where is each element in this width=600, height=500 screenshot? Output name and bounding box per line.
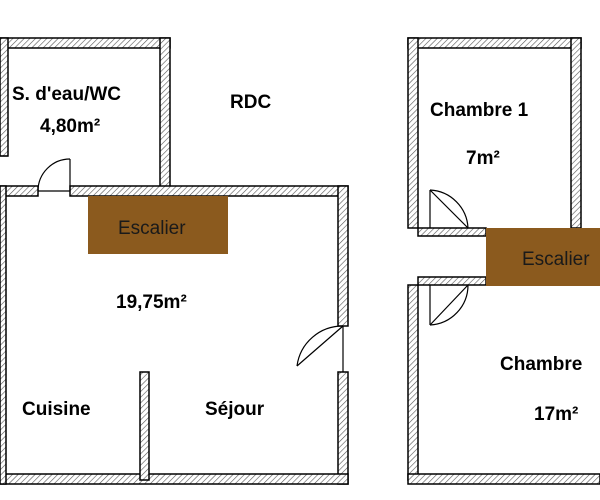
floor-label: RDC xyxy=(230,92,271,113)
main-area-label: 19,75m² xyxy=(116,292,187,313)
ground-stair-block xyxy=(88,196,228,254)
living-label: Séjour xyxy=(205,399,265,420)
bedroom1-area: 7m² xyxy=(466,148,500,169)
living-door-icon xyxy=(296,325,344,372)
main-area-walls xyxy=(0,185,349,485)
bathroom-area: 4,80m² xyxy=(40,116,100,137)
ground-stair-label: Escalier xyxy=(118,218,186,239)
bedroom2-area: 17m² xyxy=(534,404,578,425)
bedroom1-name: Chambre 1 xyxy=(430,100,529,121)
bathroom-walls xyxy=(0,37,171,189)
kitchen-label: Cuisine xyxy=(22,399,91,420)
bedroom1-door-icon xyxy=(429,189,469,229)
bedroom2-name: Chambre xyxy=(500,354,582,375)
upper-stair-label: Escalier xyxy=(522,249,590,270)
upper-floor-plan xyxy=(407,37,600,485)
bedroom2-door-icon xyxy=(429,284,469,326)
upper-floor-walls xyxy=(407,37,600,485)
bathroom-door-icon xyxy=(37,158,71,192)
bathroom-name: S. d'eau/WC xyxy=(12,84,121,105)
upper-stair-block xyxy=(486,228,600,286)
ground-floor-plan xyxy=(0,37,349,485)
